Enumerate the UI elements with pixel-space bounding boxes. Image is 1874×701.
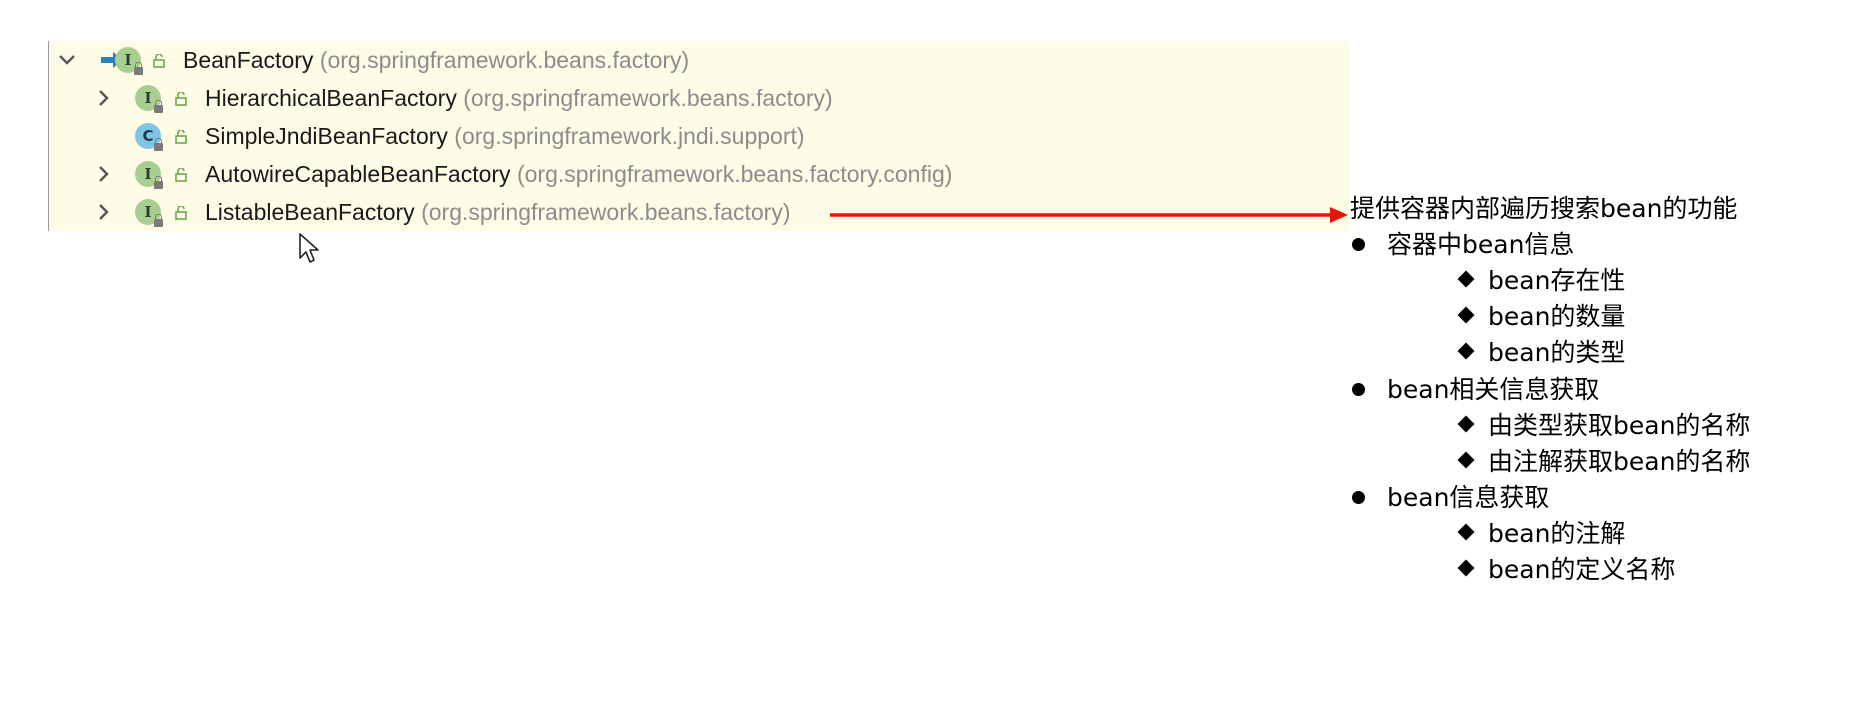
section-item-text: bean存在性 bbox=[1488, 266, 1626, 295]
section-item: bean的注解 bbox=[1457, 517, 1626, 551]
section-item: bean的定义名称 bbox=[1457, 553, 1676, 587]
section-title: 容器中bean信息 bbox=[1352, 228, 1574, 262]
class-name: ListableBeanFactory bbox=[205, 199, 415, 225]
bullet-icon bbox=[1352, 237, 1365, 251]
section-item-text: bean的数量 bbox=[1488, 302, 1626, 331]
class-name: AutowireCapableBeanFactory bbox=[205, 161, 511, 187]
chevron-right-icon[interactable] bbox=[93, 87, 115, 109]
chevron-right-icon[interactable] bbox=[93, 163, 115, 185]
diamond-bullet-icon bbox=[1457, 270, 1475, 288]
section-item-text: 由注解获取bean的名称 bbox=[1488, 447, 1751, 476]
section-item: 由注解获取bean的名称 bbox=[1457, 445, 1751, 479]
unlock-icon bbox=[153, 53, 165, 68]
diamond-bullet-icon bbox=[1457, 306, 1475, 324]
section-item: bean的类型 bbox=[1457, 336, 1626, 370]
package-name: (org.springframework.beans.factory) bbox=[414, 199, 791, 225]
diamond-bullet-icon bbox=[1457, 342, 1475, 360]
annotation-headline: 提供容器内部遍历搜索bean的功能 bbox=[1350, 194, 1738, 223]
interface-icon: I bbox=[135, 85, 163, 113]
tree-row-label: BeanFactory (org.springframework.beans.f… bbox=[183, 41, 689, 79]
section-item-text: bean的类型 bbox=[1488, 338, 1626, 367]
chevron-right-icon[interactable] bbox=[93, 201, 115, 223]
chevron-down-icon[interactable] bbox=[56, 49, 78, 71]
tree-row-autowirecapablebeanfactory[interactable]: I AutowireCapableBeanFactory (org.spring… bbox=[49, 155, 1349, 193]
class-icon: C bbox=[135, 123, 163, 151]
tree-row-beanfactory[interactable]: I BeanFactory (org.springframework.beans… bbox=[49, 41, 1349, 79]
unlock-icon bbox=[175, 205, 187, 220]
package-name: (org.springframework.jndi.support) bbox=[447, 123, 805, 149]
section-item: bean的数量 bbox=[1457, 300, 1626, 334]
interface-icon: I bbox=[115, 47, 143, 75]
unlock-icon bbox=[175, 91, 187, 106]
tree-row-simplejndibeanfactory[interactable]: C SimpleJndiBeanFactory (org.springframe… bbox=[49, 117, 1349, 155]
bullet-icon bbox=[1352, 382, 1365, 396]
tree-row-label: AutowireCapableBeanFactory (org.springfr… bbox=[205, 155, 952, 193]
package-name: (org.springframework.beans.factory) bbox=[456, 85, 833, 111]
section-title: bean相关信息获取 bbox=[1352, 373, 1599, 407]
type-hierarchy-tree: I BeanFactory (org.springframework.beans… bbox=[48, 41, 1349, 231]
diamond-bullet-icon bbox=[1457, 451, 1475, 469]
diamond-bullet-icon bbox=[1457, 415, 1475, 433]
package-name: (org.springframework.beans.factory) bbox=[313, 47, 690, 73]
diamond-bullet-icon bbox=[1457, 523, 1475, 541]
interface-icon: I bbox=[135, 161, 163, 189]
unlock-icon bbox=[175, 167, 187, 182]
mouse-cursor-icon bbox=[299, 233, 319, 263]
unlock-icon bbox=[175, 129, 187, 144]
class-name: SimpleJndiBeanFactory bbox=[205, 123, 448, 149]
tree-row-label: HierarchicalBeanFactory (org.springframe… bbox=[205, 79, 833, 117]
section-title-text: bean相关信息获取 bbox=[1387, 375, 1600, 404]
tree-row-hierarchicalbeanfactory[interactable]: I HierarchicalBeanFactory (org.springfra… bbox=[49, 79, 1349, 117]
section-item-text: 由类型获取bean的名称 bbox=[1488, 411, 1751, 440]
interface-icon: I bbox=[135, 199, 163, 227]
tree-row-label: SimpleJndiBeanFactory (org.springframewo… bbox=[205, 117, 805, 155]
class-name: HierarchicalBeanFactory bbox=[205, 85, 457, 111]
section-title-text: bean信息获取 bbox=[1387, 483, 1550, 512]
section-item-text: bean的定义名称 bbox=[1488, 555, 1676, 584]
section-item-text: bean的注解 bbox=[1488, 519, 1626, 548]
tree-row-label: ListableBeanFactory (org.springframework… bbox=[205, 193, 791, 231]
class-name: BeanFactory bbox=[183, 47, 314, 73]
section-title: bean信息获取 bbox=[1352, 481, 1549, 515]
section-item: bean存在性 bbox=[1457, 264, 1626, 298]
section-item: 由类型获取bean的名称 bbox=[1457, 409, 1751, 443]
diamond-bullet-icon bbox=[1457, 559, 1475, 577]
package-name: (org.springframework.beans.factory.confi… bbox=[510, 161, 953, 187]
tree-row-listablebeanfactory[interactable]: I ListableBeanFactory (org.springframewo… bbox=[49, 193, 1349, 231]
section-title-text: 容器中bean信息 bbox=[1387, 230, 1575, 259]
annotation-arrow bbox=[830, 207, 1348, 223]
bullet-icon bbox=[1352, 490, 1365, 504]
